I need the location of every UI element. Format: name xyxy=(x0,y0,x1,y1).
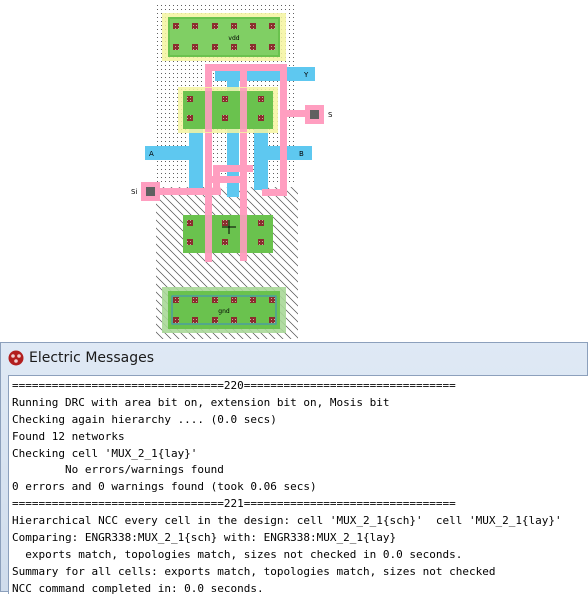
message-line: Summary for all cells: exports match, to… xyxy=(12,564,496,578)
b-export-label: B xyxy=(299,150,304,158)
a-export-label: A xyxy=(149,150,154,158)
cursor-crosshair-icon xyxy=(222,220,236,234)
message-line: exports match, topologies match, sizes n… xyxy=(12,547,463,561)
message-line: Found 12 networks xyxy=(12,429,125,443)
message-line: Checking cell 'MUX_2_1{lay}' xyxy=(12,446,198,460)
s-pin-contact xyxy=(310,110,319,119)
message-line: 0 errors and 0 warnings found (took 0.06… xyxy=(12,480,317,494)
message-line: ================================221=====… xyxy=(12,497,456,511)
y-export-label: Y xyxy=(303,71,309,79)
layout-canvas[interactable]: vdd xyxy=(0,0,588,342)
messages-text-area[interactable]: ================================220=====… xyxy=(8,375,588,594)
electric-messages-window: Electric Messages ======================… xyxy=(0,342,588,594)
message-lines: ================================220=====… xyxy=(9,376,588,594)
gnd-contacts xyxy=(173,297,275,323)
si-pin-label: Si xyxy=(131,188,137,196)
message-line: ================================220=====… xyxy=(12,379,456,392)
message-line: Comparing: ENGR338:MUX_2_1{sch} with: EN… xyxy=(12,531,397,545)
pmos-gates xyxy=(205,88,247,132)
gnd-rail-active xyxy=(168,291,280,329)
messages-title: Electric Messages xyxy=(29,350,154,366)
si-pin-contact xyxy=(146,187,155,196)
message-line: Checking again hierarchy .... (0.0 secs) xyxy=(12,412,277,426)
vdd-rail-metal xyxy=(170,19,278,55)
message-line: Hierarchical NCC every cell in the desig… xyxy=(12,514,562,528)
vdd-contacts xyxy=(173,23,275,50)
nmos-gates xyxy=(205,212,247,256)
message-line: NCC command completed in: 0.0 seconds. xyxy=(12,581,264,594)
message-line: Running DRC with area bit on, extension … xyxy=(12,395,390,409)
gnd-rail-outline xyxy=(171,295,277,325)
gnd-label: gnd xyxy=(218,308,230,315)
pmos-contacts xyxy=(187,96,264,121)
electric-app-icon xyxy=(8,350,24,366)
s-pin-label: S xyxy=(328,111,333,119)
messages-titlebar[interactable]: Electric Messages xyxy=(1,343,587,375)
message-line: No errors/warnings found xyxy=(12,463,224,477)
vdd-label: vdd xyxy=(228,35,239,42)
nmos-contacts xyxy=(187,220,264,245)
